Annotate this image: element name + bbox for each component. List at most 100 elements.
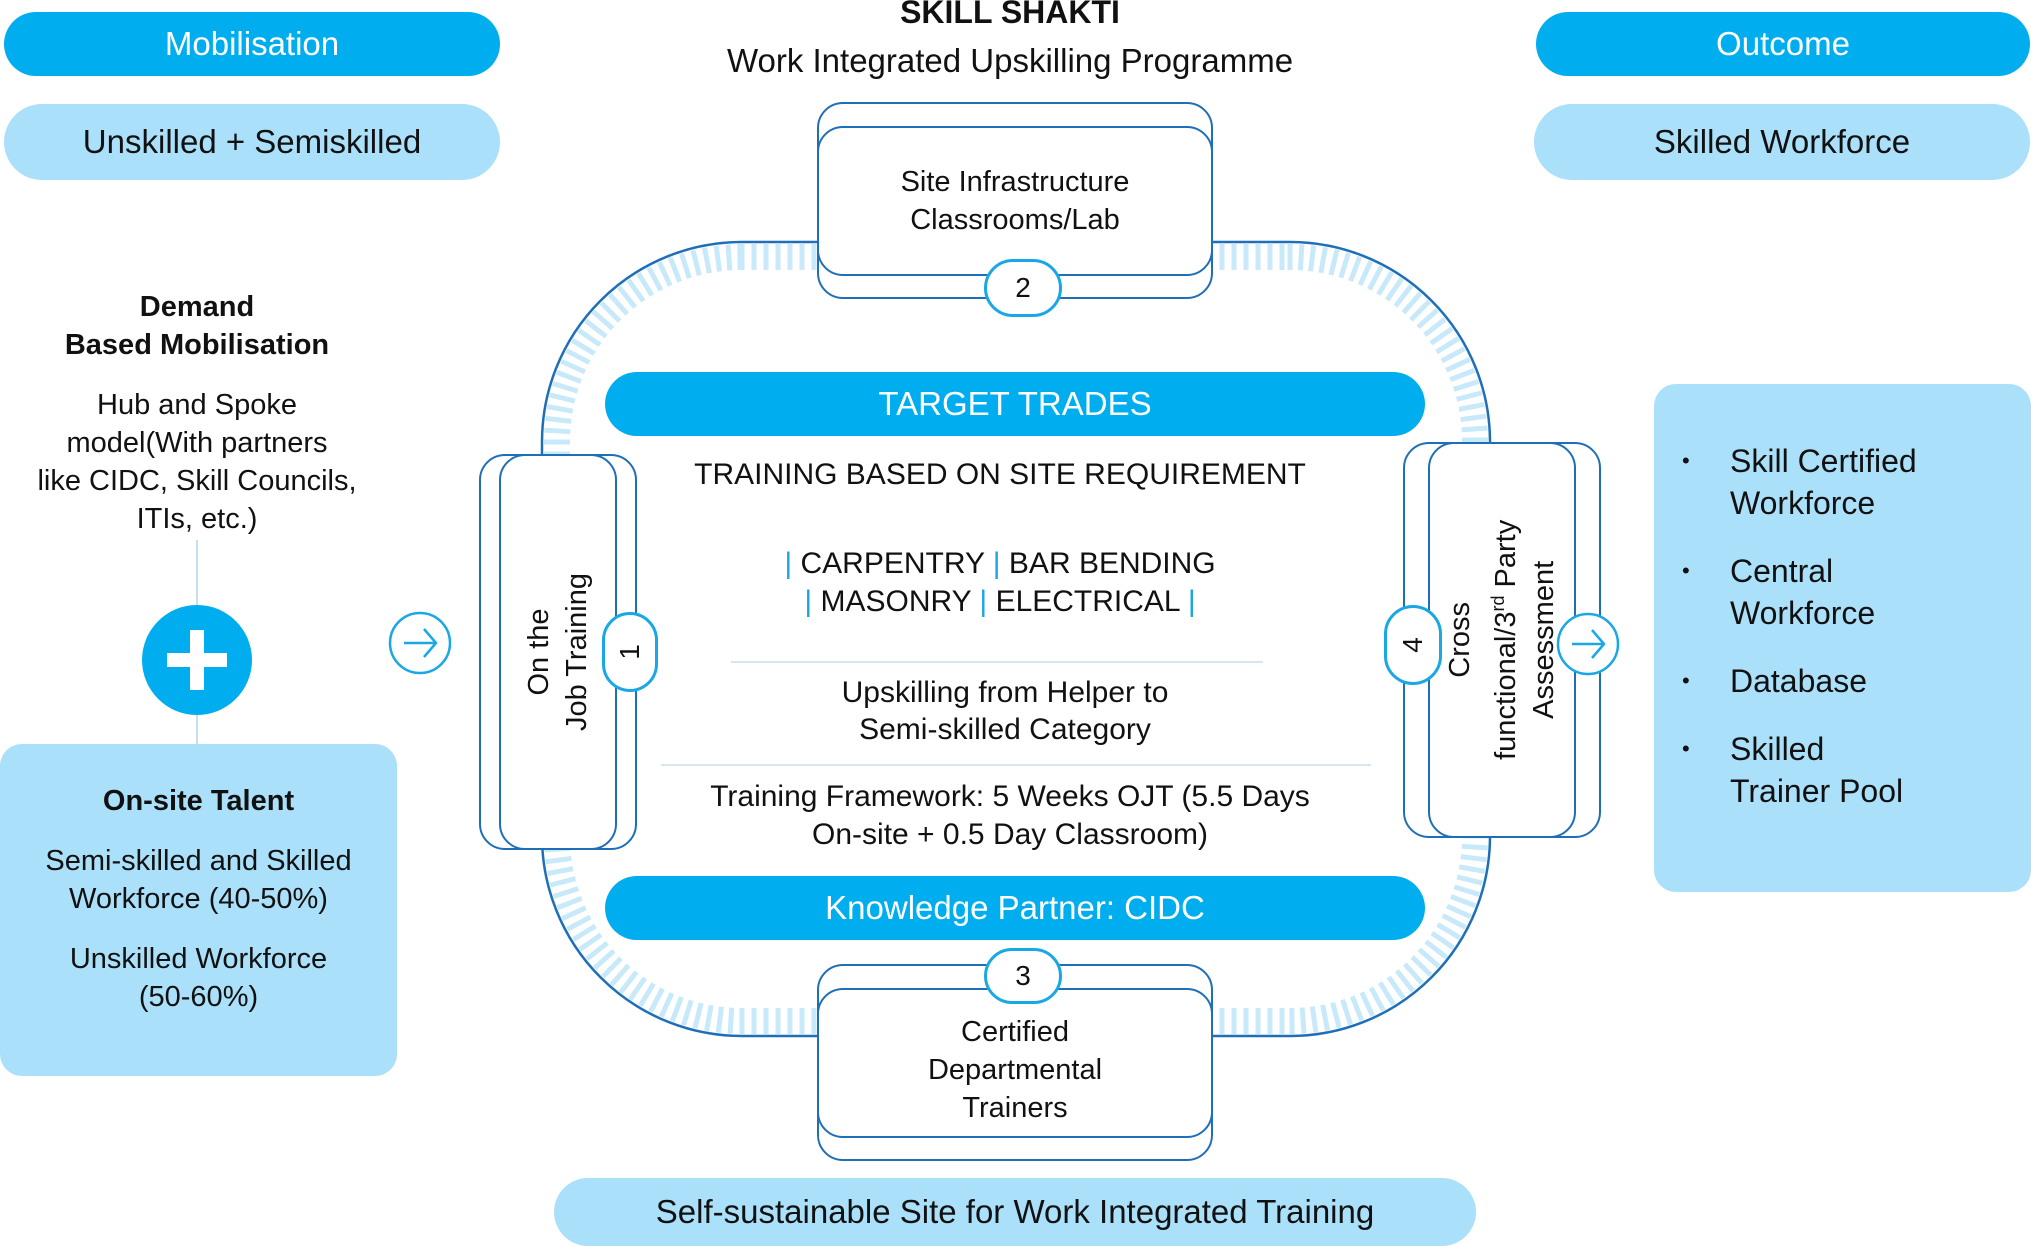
- ring-tick: [549, 876, 577, 888]
- outcome-label: Outcome: [1716, 25, 1850, 62]
- ring-tick: [565, 348, 591, 365]
- ring-tick: [1456, 874, 1483, 886]
- ring-tick: [1423, 316, 1447, 338]
- arrow-right-circle-icon: [1556, 612, 1620, 676]
- ring-tick: [544, 427, 571, 435]
- ring-tick: [701, 247, 712, 274]
- step-2-line: Site Infrastructure: [900, 166, 1130, 198]
- outcome-pill: Outcome: [1536, 12, 2030, 76]
- bullet-icon: •: [1682, 736, 1690, 761]
- ring-tick: [578, 932, 603, 952]
- step-4-line: functional/3rd Party: [1479, 520, 1525, 760]
- ring-tick: [1458, 864, 1486, 874]
- talent-line: (50-60%): [138, 981, 259, 1013]
- outcome-item: •Database: [1654, 660, 2031, 702]
- ring-tick: [1445, 357, 1471, 373]
- ring-tick: [1318, 246, 1328, 274]
- ring-tick: [618, 970, 639, 994]
- self-sustainable-pill: Self-sustainable Site for Work Integrate…: [554, 1178, 1476, 1246]
- divider: [661, 764, 1371, 766]
- ring-tick: [1402, 962, 1425, 986]
- trade-item: BAR BENDING: [1008, 547, 1216, 580]
- ring-tick: [600, 956, 623, 979]
- step-4-card: Cross functional/3rd Party Assessment: [1428, 442, 1576, 838]
- plus-icon: [142, 605, 252, 715]
- ring-tick: [555, 369, 582, 384]
- ring-tick: [628, 976, 647, 1001]
- step-1-number: 1: [613, 644, 645, 660]
- ring-tick: [577, 328, 602, 347]
- ring-tick: [679, 252, 692, 280]
- ring-tick: [570, 338, 596, 356]
- framework-line: Training Framework: 5 Weeks OJT (5.5 Day…: [710, 780, 1310, 813]
- bullet-icon: •: [1682, 668, 1690, 693]
- ring-tick: [667, 256, 683, 283]
- page-subtitle: Work Integrated Upskilling Programme: [726, 42, 1294, 79]
- step-4-badge: 4: [1384, 605, 1442, 685]
- ring-tick: [1409, 299, 1432, 322]
- step-2-number: 2: [1015, 272, 1031, 303]
- ring-tick: [1376, 270, 1394, 296]
- ring-tick: [1458, 401, 1485, 412]
- hub-text-line: model(With partners: [66, 427, 328, 459]
- ring-tick: [566, 914, 592, 932]
- ring-tick: [1367, 265, 1384, 291]
- ring-tick: [1401, 291, 1423, 315]
- ring-tick: [1297, 244, 1305, 271]
- ring-tick: [571, 923, 597, 942]
- target-trades-pill: TARGET TRADES: [605, 372, 1425, 436]
- ring-tick: [1386, 975, 1406, 1000]
- ring-tick: [584, 318, 608, 339]
- mobilisation-label: Mobilisation: [164, 25, 340, 62]
- step-4-text: Party: [1489, 519, 1522, 596]
- ring-tick: [704, 1004, 714, 1032]
- ring-tick: [725, 244, 733, 271]
- output-workforce-pill: Skilled Workforce: [1534, 104, 2030, 180]
- ring-tick: [1330, 1001, 1342, 1029]
- ring-tick: [1440, 346, 1466, 364]
- ring-tick: [561, 905, 587, 921]
- ring-tick: [556, 895, 583, 911]
- demand-title-line1: Demand: [139, 291, 255, 323]
- step-4-line: Cross: [1444, 602, 1477, 678]
- ring-tick: [549, 392, 576, 404]
- upskilling-line: Semi-skilled Category: [859, 713, 1151, 746]
- ring-tick: [1416, 307, 1440, 330]
- ring-tick: [1435, 336, 1461, 355]
- knowledge-partner-pill: Knowledge Partner: CIDC: [605, 876, 1425, 940]
- ring-tick: [626, 278, 646, 303]
- demand-mobilisation-title: Demand Based Mobilisation: [0, 288, 394, 364]
- arrow-right-circle-icon: [388, 611, 452, 675]
- step-3-line: Certified: [961, 1016, 1069, 1048]
- step-3-number: 3: [1015, 960, 1031, 991]
- demand-title-line2: Based Mobilisation: [64, 329, 330, 361]
- step-3-line: Departmental: [927, 1054, 1103, 1086]
- self-sustainable-label: Self-sustainable Site for Work Integrate…: [655, 1193, 1375, 1230]
- upskilling-line: Upskilling from Helper to: [841, 676, 1169, 709]
- ring-tick: [1299, 1007, 1307, 1034]
- ring-tick: [646, 266, 664, 292]
- trade-separator: |: [979, 585, 988, 618]
- step-4-text: functional/3: [1489, 611, 1522, 761]
- ring-tick: [1436, 922, 1462, 940]
- ring-tick: [690, 249, 702, 277]
- ring-tick: [592, 948, 616, 971]
- ring-tick: [1450, 894, 1477, 909]
- step-1-badge: 1: [602, 612, 658, 692]
- trade-item: CARPENTRY: [800, 547, 985, 580]
- step-3-line: Trainers: [962, 1092, 1068, 1124]
- ring-tick: [715, 1006, 724, 1033]
- trade-separator: |: [784, 547, 793, 580]
- mobilisation-pill: Mobilisation: [4, 12, 500, 76]
- framework-line: On-site + 0.5 Day Classroom): [812, 818, 1208, 851]
- ring-tick: [1340, 998, 1353, 1026]
- ring-tick: [1449, 367, 1476, 383]
- ring-tick: [657, 261, 673, 287]
- output-workforce-label: Skilled Workforce: [1653, 123, 1911, 160]
- onsite-talent-card: On-site Talent Semi-skilled and Skilled …: [0, 744, 397, 1076]
- step-2-card: Site Infrastructure Classrooms/Lab: [817, 126, 1213, 276]
